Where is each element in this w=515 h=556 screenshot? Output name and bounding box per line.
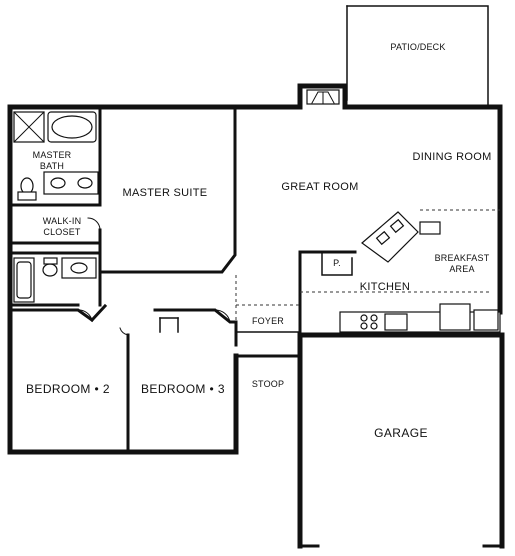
label-foyer: FOYER: [252, 316, 284, 326]
label-master-bath-1: MASTER: [33, 150, 72, 160]
label-patio-deck: PATIO/DECK: [390, 42, 445, 52]
hall-bath-fixtures: [13, 257, 97, 303]
label-bedroom-2: BEDROOM • 2: [26, 382, 110, 396]
label-dining-room: DINING ROOM: [412, 151, 491, 163]
label-stoop: STOOP: [252, 379, 284, 389]
master-bath-fixtures: [13, 111, 99, 201]
patio-deck-outline: [346, 5, 489, 106]
label-master-bath-2: BATH: [40, 161, 64, 171]
label-walk-in-2: CLOSET: [43, 227, 81, 237]
label-great-room: GREAT ROOM: [281, 181, 358, 193]
label-garage: GARAGE: [374, 426, 428, 440]
label-kitchen: KITCHEN: [360, 281, 410, 293]
label-walk-in-1: WALK-IN: [43, 216, 82, 226]
exterior-walls: [7, 83, 505, 549]
label-pantry: P.: [333, 258, 341, 268]
room-boundaries: [235, 209, 500, 322]
label-breakfast-1: BREAKFAST: [435, 253, 490, 263]
door-swings: [77, 217, 231, 336]
kitchen-fixtures: [339, 211, 501, 333]
label-breakfast-2: AREA: [449, 264, 474, 274]
label-bedroom-3: BEDROOM • 3: [141, 382, 225, 396]
label-master-suite: MASTER SUITE: [123, 187, 208, 199]
fireplace-icon: [306, 89, 340, 105]
